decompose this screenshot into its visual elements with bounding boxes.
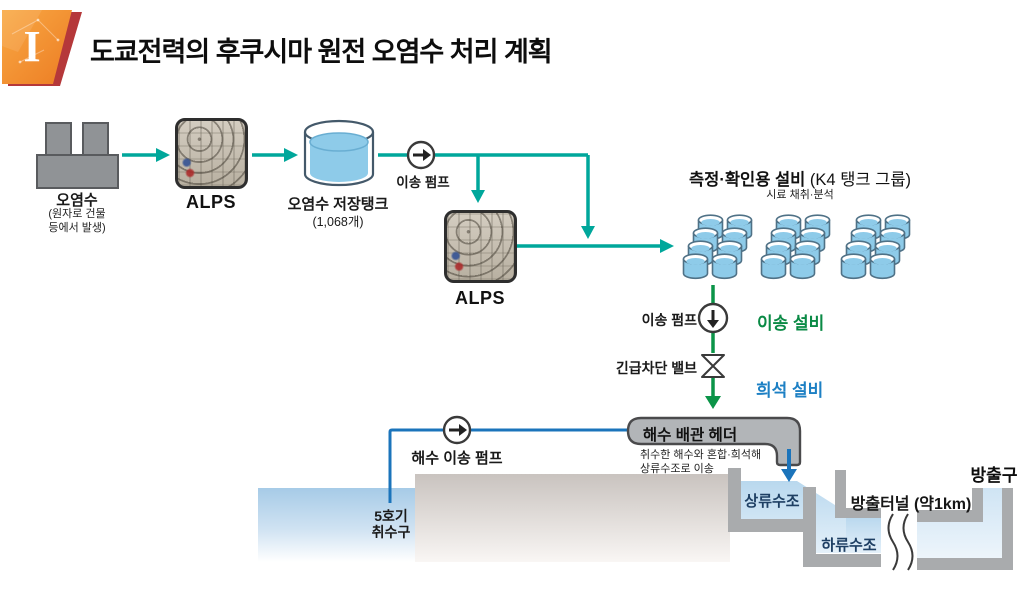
transfer-facility-pump-label: 이송 펌프	[641, 312, 697, 328]
intake-label-1: 5호기	[374, 508, 408, 524]
pipe-header-caption-2: 상류수조로 이송	[640, 463, 714, 475]
source-label: 오염수	[56, 192, 98, 209]
teal-arrowheads	[156, 148, 674, 253]
green-arrowhead	[705, 396, 721, 409]
upstream-basin-label: 상류수조	[744, 493, 800, 510]
source-sub-2: 등에서 발생)	[48, 222, 106, 234]
transfer-facility-pump-icon	[697, 302, 729, 334]
valve-icon	[701, 354, 725, 378]
alps-photo-2	[444, 210, 517, 283]
discharge-arrow	[781, 449, 797, 482]
storage-tank-label: 오염수 저장탱크	[287, 196, 389, 213]
seawater-line	[388, 428, 627, 503]
k4-tank-group-icon	[682, 214, 911, 280]
source-sub-1: (원자로 건물	[48, 208, 106, 220]
downstream-basin-label: 하류수조	[821, 537, 877, 554]
k4-title-rest: (K4 탱크 그룹)	[805, 171, 911, 189]
dilution-facility-label: 희석 설비	[756, 381, 824, 400]
alps-photo-1	[175, 118, 248, 189]
factory-icon	[36, 122, 119, 189]
k4-subtitle: 시료 채취·분석	[766, 189, 834, 201]
alps2-label: ALPS	[454, 288, 506, 308]
teal-flow-lines	[122, 153, 660, 248]
page-title: 도쿄전력의 후쿠시마 원전 오염수 처리 계획	[90, 37, 553, 67]
storage-tank-count: (1,068개)	[312, 215, 364, 229]
pipe-header-label: 해수 배관 헤더	[642, 427, 738, 444]
seawater-pump-label: 해수 이송 펌프	[411, 450, 503, 467]
storage-tank-icon	[303, 119, 375, 187]
k4-title: 측정·확인용 설비 (K4 탱크 그룹)	[689, 166, 911, 190]
transfer-facility-label: 이송 설비	[757, 314, 825, 333]
coastal-scene	[258, 468, 1013, 571]
seawater-pump-icon	[442, 415, 472, 445]
intake-label-2: 취수구	[371, 524, 411, 540]
pipe-header-icon	[626, 416, 802, 467]
section-number: I	[23, 22, 41, 71]
tunnel-break-icon	[887, 513, 914, 571]
k4-title-bold: 측정·확인용 설비	[689, 171, 806, 189]
pipe-header-caption-1: 취수한 해수와 혼합·희석해	[640, 449, 762, 461]
discharge-outlet-label: 방출구	[970, 466, 1018, 485]
transfer-pump-label: 이송 펌프	[396, 175, 450, 190]
discharge-tunnel-label: 방출터널 (약1km)	[850, 496, 972, 513]
transfer-pump-icon	[406, 140, 436, 170]
alps1-label: ALPS	[185, 192, 237, 212]
section-badge	[2, 10, 82, 86]
valve-label: 긴급차단 밸브	[615, 360, 697, 376]
